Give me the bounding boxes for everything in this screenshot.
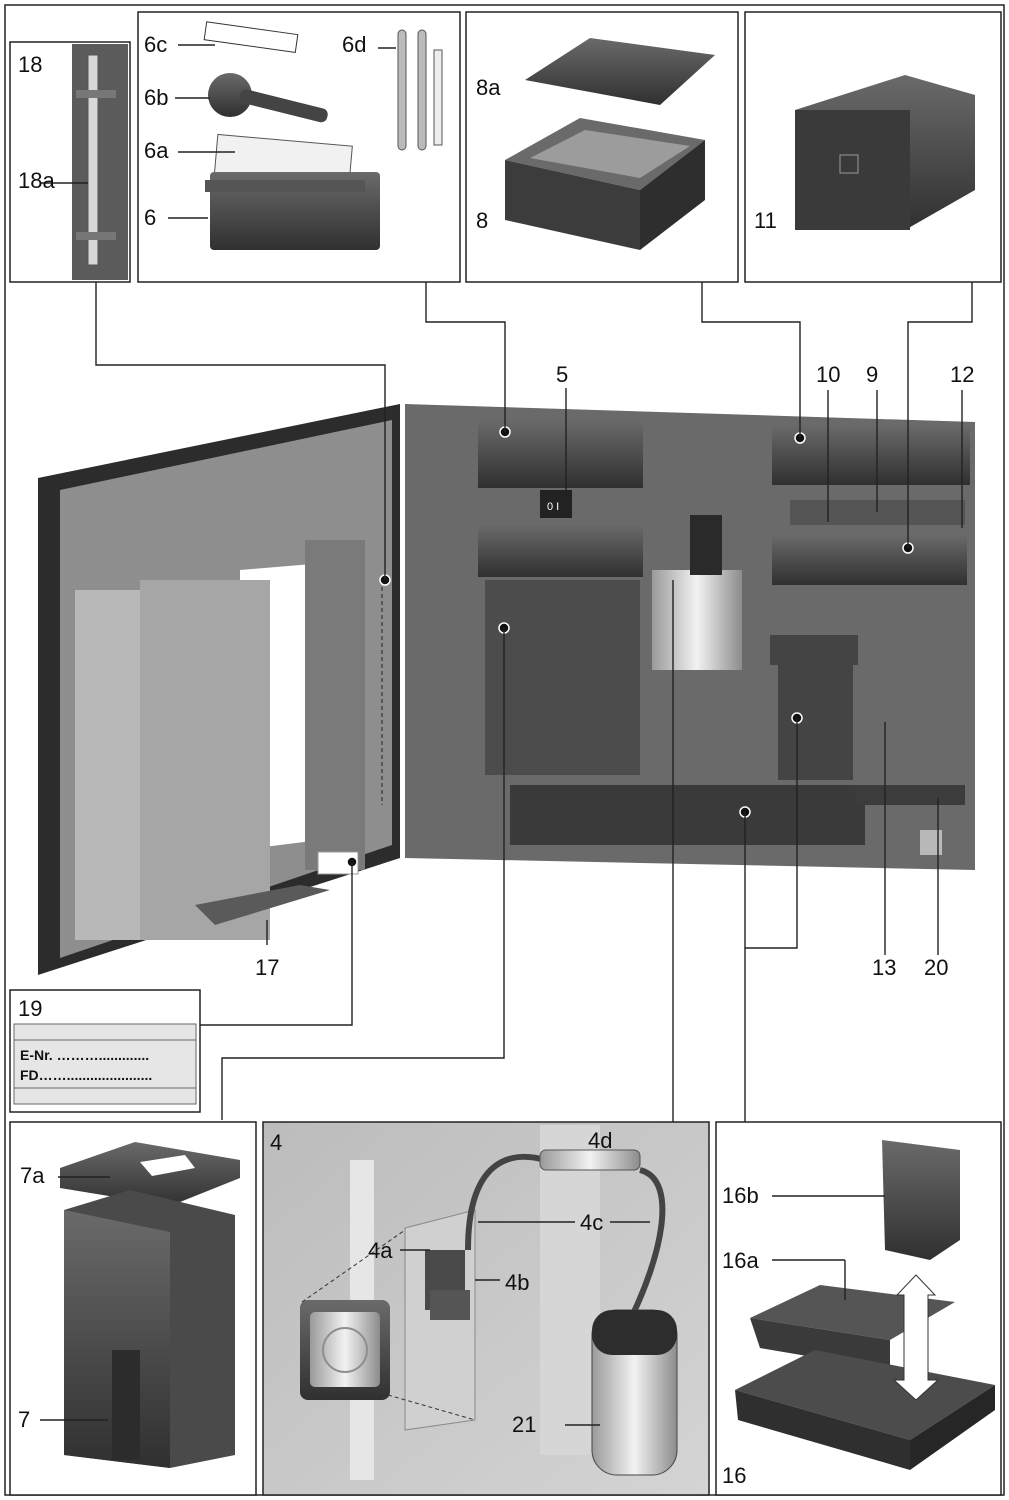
label-12: 12 (950, 362, 974, 387)
panel-16-drip-tray: 16b 16a 16 (715, 1121, 1002, 1496)
leader-lines (95, 282, 973, 1122)
label-6d: 6d (342, 32, 366, 57)
label-17: 17 (255, 955, 279, 980)
label-4b: 4b (505, 1270, 529, 1295)
label-7a: 7a (20, 1163, 45, 1188)
appliance-door (38, 404, 400, 975)
label-4: 4 (270, 1130, 282, 1155)
panel-19-rating-plate: 19 E-Nr. ………............. FD……..........… (9, 989, 201, 1113)
switch-text: 0 I (547, 501, 559, 513)
label-4c: 4c (580, 1210, 603, 1235)
label-20: 20 (924, 955, 948, 980)
panel-4-milk-system: 4 4a 4b 4c 4d 21 (262, 1121, 710, 1496)
label-18: 18 (18, 52, 42, 77)
label-19: 19 (18, 996, 42, 1021)
label-6c: 6c (144, 32, 167, 57)
rating-plate-line2: FD……...................... (20, 1067, 152, 1083)
label-4a: 4a (368, 1238, 393, 1263)
panel-7-water-tank: 7a 7 (9, 1121, 257, 1496)
label-9: 9 (866, 362, 878, 387)
label-16a: 16a (722, 1248, 759, 1273)
panel-11-container: 11 (744, 11, 1002, 283)
label-21: 21 (512, 1412, 536, 1437)
label-18a: 18a (18, 168, 55, 193)
panel-6-accessories: 6c 6b 6a 6 6d (137, 11, 461, 283)
panel-18-door-strip: 18 18a (9, 41, 131, 283)
label-6a: 6a (144, 138, 169, 163)
appliance-body: 0 I (405, 404, 975, 870)
label-5: 5 (556, 362, 568, 387)
label-8a: 8a (476, 75, 501, 100)
label-6: 6 (144, 205, 156, 230)
rating-plate-line1: E-Nr. ………............. (20, 1047, 149, 1063)
label-16b: 16b (722, 1183, 759, 1208)
label-8: 8 (476, 208, 488, 233)
label-6b: 6b (144, 85, 168, 110)
label-7: 7 (18, 1407, 30, 1432)
label-10: 10 (816, 362, 840, 387)
label-13: 13 (872, 955, 896, 980)
panel-8-container: 8a 8 (465, 11, 739, 283)
label-11: 11 (754, 208, 777, 233)
label-4d: 4d (588, 1128, 612, 1153)
label-16: 16 (722, 1463, 746, 1488)
